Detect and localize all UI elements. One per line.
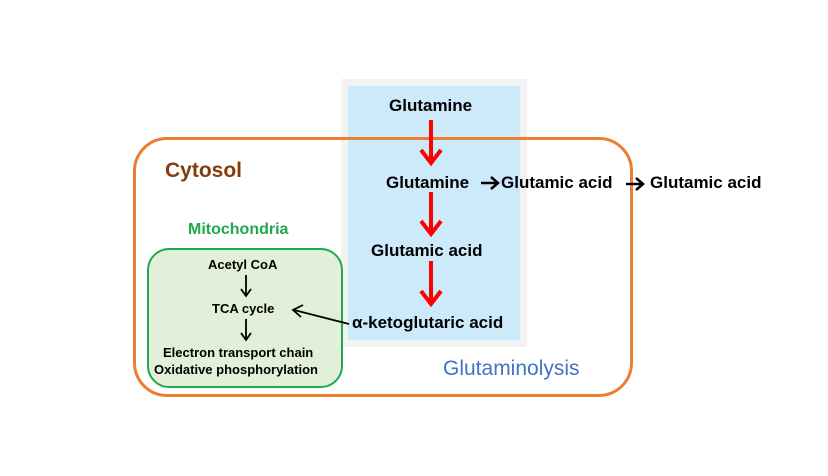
red-arrow-3 (419, 261, 443, 308)
node-tca-cycle: TCA cycle (212, 301, 275, 316)
node-glutamine-extracellular: Glutamine (389, 96, 473, 115)
red-arrow-2 (419, 192, 443, 238)
black-arrow-acetylcoa-to-tca (240, 275, 252, 298)
mitochondria-compartment (147, 248, 343, 388)
mitochondria-label: Mitochondria (188, 221, 289, 238)
cytosol-compartment (133, 137, 633, 397)
node-alpha-ketoglutaric-acid: α-ketoglutaric acid (352, 313, 504, 332)
red-arrow-1 (419, 120, 443, 167)
black-arrow-export (626, 177, 645, 191)
node-acetyl-coa: Acetyl CoA (208, 257, 278, 272)
node-electron-transport-chain: Electron transport chain (163, 345, 314, 360)
node-glutamine-cytosol: Glutamine (386, 173, 470, 192)
glutaminolysis-label: Glutaminolysis (443, 357, 580, 380)
black-arrow-akg-to-tca (291, 304, 350, 325)
cytosol-label: Cytosol (165, 159, 243, 182)
black-arrow-tca-to-etc (240, 319, 252, 342)
black-arrow-glutamine-to-glutamic (481, 176, 500, 190)
node-oxidative-phosphorylation: Oxidative phosphorylation (154, 362, 318, 377)
node-glutamic-acid-export-2: Glutamic acid (650, 173, 762, 192)
node-glutamic-acid: Glutamic acid (371, 241, 483, 260)
node-glutamic-acid-export-1: Glutamic acid (501, 173, 613, 192)
